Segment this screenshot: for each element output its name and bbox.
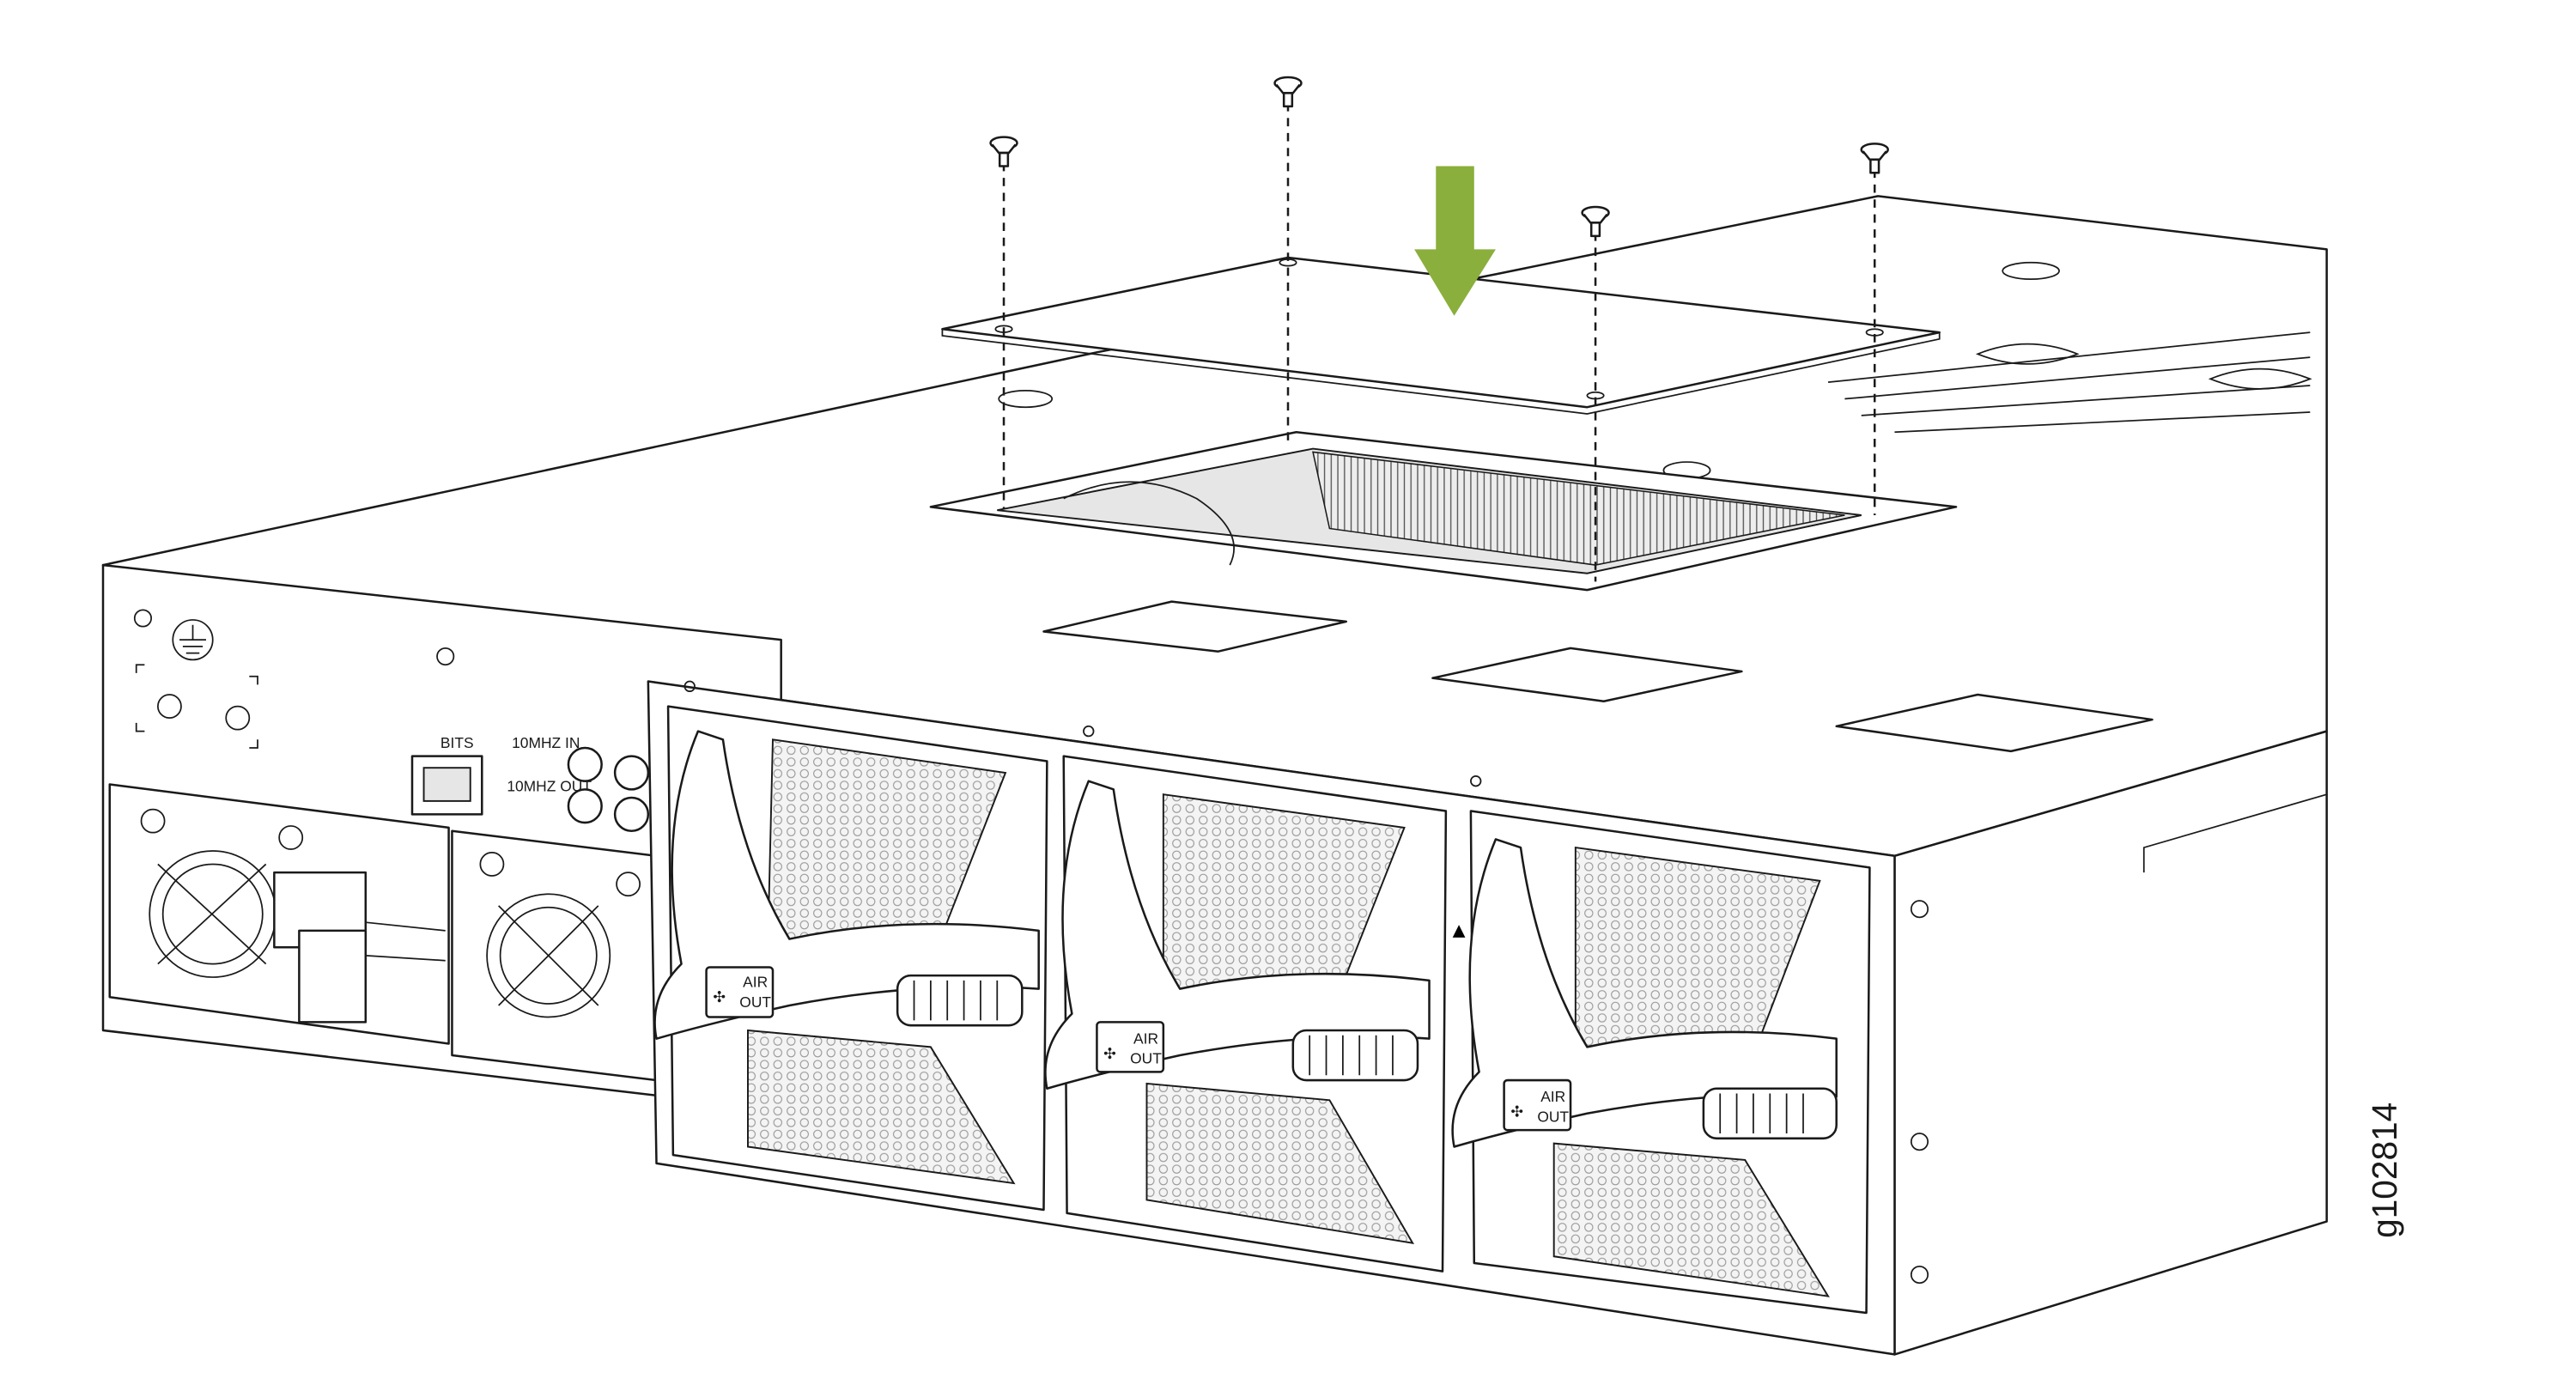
air-label: AIR	[1133, 1030, 1158, 1047]
embossed-marks	[1827, 331, 2312, 434]
10mhz-out-label: 10MHZ OUT	[507, 777, 592, 794]
fan-module-1[interactable]: AIR OUT ✣	[653, 705, 1048, 1212]
air-label: AIR	[1540, 1088, 1565, 1105]
fan-module-2[interactable]: AIR OUT ✣	[1044, 755, 1448, 1273]
bnc-connectors[interactable]	[567, 746, 650, 832]
out-label: OUT	[1130, 1050, 1162, 1067]
out-label: OUT	[1537, 1108, 1569, 1125]
air-label: AIR	[743, 974, 768, 991]
alignment-lines	[1002, 103, 1876, 582]
out-label: OUT	[739, 993, 771, 1011]
fan-icon: ✣	[1103, 1045, 1116, 1062]
10mhz-in-label: 10MHZ IN	[512, 734, 580, 751]
screws	[989, 76, 1889, 238]
screw-icon	[1860, 143, 1889, 174]
fan-icon: ✣	[713, 988, 726, 1005]
figure-id: g102814	[2365, 1102, 2404, 1238]
screw-icon	[1273, 76, 1303, 108]
down-arrow-icon	[1414, 166, 1496, 316]
power-supply-1[interactable]	[108, 783, 450, 1045]
top-vents	[998, 261, 2154, 753]
esd-warning-icon: ▲	[1453, 920, 1466, 940]
power-supply-2[interactable]	[451, 829, 658, 1082]
fan-icon: ✣	[1510, 1103, 1523, 1121]
screw-icon	[989, 136, 1018, 167]
fan-module-3[interactable]: AIR OUT ✣	[1451, 810, 1871, 1315]
bits-label: BITS	[440, 734, 474, 751]
screw-icon	[1581, 205, 1610, 238]
